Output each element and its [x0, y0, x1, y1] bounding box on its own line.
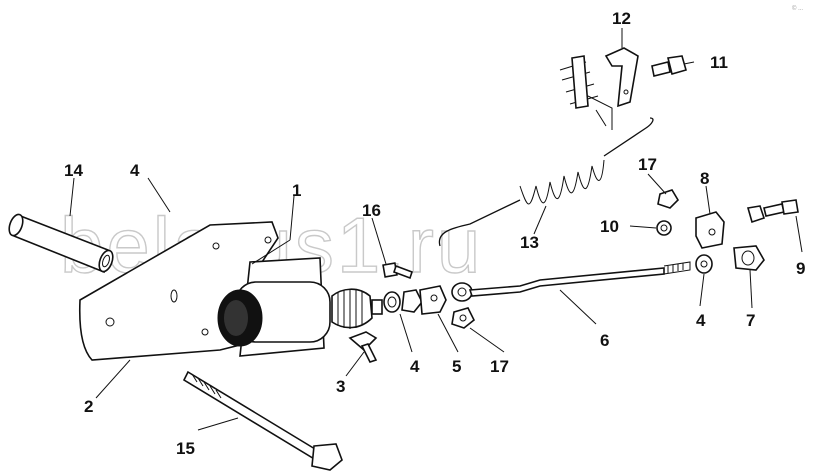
clevis-part-5	[419, 285, 447, 315]
callout-17-center: 17	[490, 357, 509, 376]
callout-10: 10	[600, 217, 619, 236]
callout-15: 15	[176, 439, 195, 458]
callout-6: 6	[600, 331, 609, 350]
corner-mark: © ...	[792, 5, 803, 12]
leader-lines	[69, 28, 803, 431]
nut-part-4-right	[695, 254, 713, 274]
callout-13: 13	[520, 233, 539, 252]
nut-part-4-center-b	[401, 289, 423, 313]
bolt-part-11	[651, 55, 687, 77]
rod-part-6	[451, 261, 691, 302]
nut-part-17-lower	[451, 307, 476, 329]
callout-11: 11	[710, 53, 728, 72]
callout-17-upper: 17	[638, 155, 657, 174]
callout-1: 1	[292, 181, 301, 200]
callout-16: 16	[362, 201, 381, 220]
tube-part-14	[8, 213, 114, 274]
washer-part-10	[656, 220, 672, 236]
spring-part-13	[438, 117, 654, 247]
callout-7: 7	[746, 311, 755, 330]
ball-end-part-7	[733, 245, 765, 271]
callout-14: 14	[64, 161, 83, 180]
callout-12: 12	[612, 9, 631, 28]
engine-detail	[559, 55, 613, 130]
callout-4-right: 4	[696, 311, 706, 330]
bracket-part-12	[604, 47, 639, 108]
callout-9: 9	[796, 259, 805, 278]
callout-3: 3	[336, 377, 345, 396]
bolt-part-9	[746, 199, 799, 224]
nut-part-17-upper	[657, 189, 680, 209]
solenoid-part-1	[217, 257, 383, 357]
bolt-part-3	[348, 331, 378, 363]
callout-5: 5	[452, 357, 461, 376]
nut-part-4-center	[383, 291, 401, 313]
screw-part-16	[382, 262, 414, 280]
callout-labels: 1 2 3 4 4 4 5 6 7 8 9 10 11 12 13 14 15 …	[64, 9, 805, 458]
callout-4-top: 4	[130, 161, 140, 180]
callout-4-center: 4	[410, 357, 420, 376]
callout-2: 2	[84, 397, 93, 416]
callout-8: 8	[700, 169, 709, 188]
long-bolt-part-15	[182, 370, 343, 471]
bracket-part-8	[695, 211, 725, 249]
